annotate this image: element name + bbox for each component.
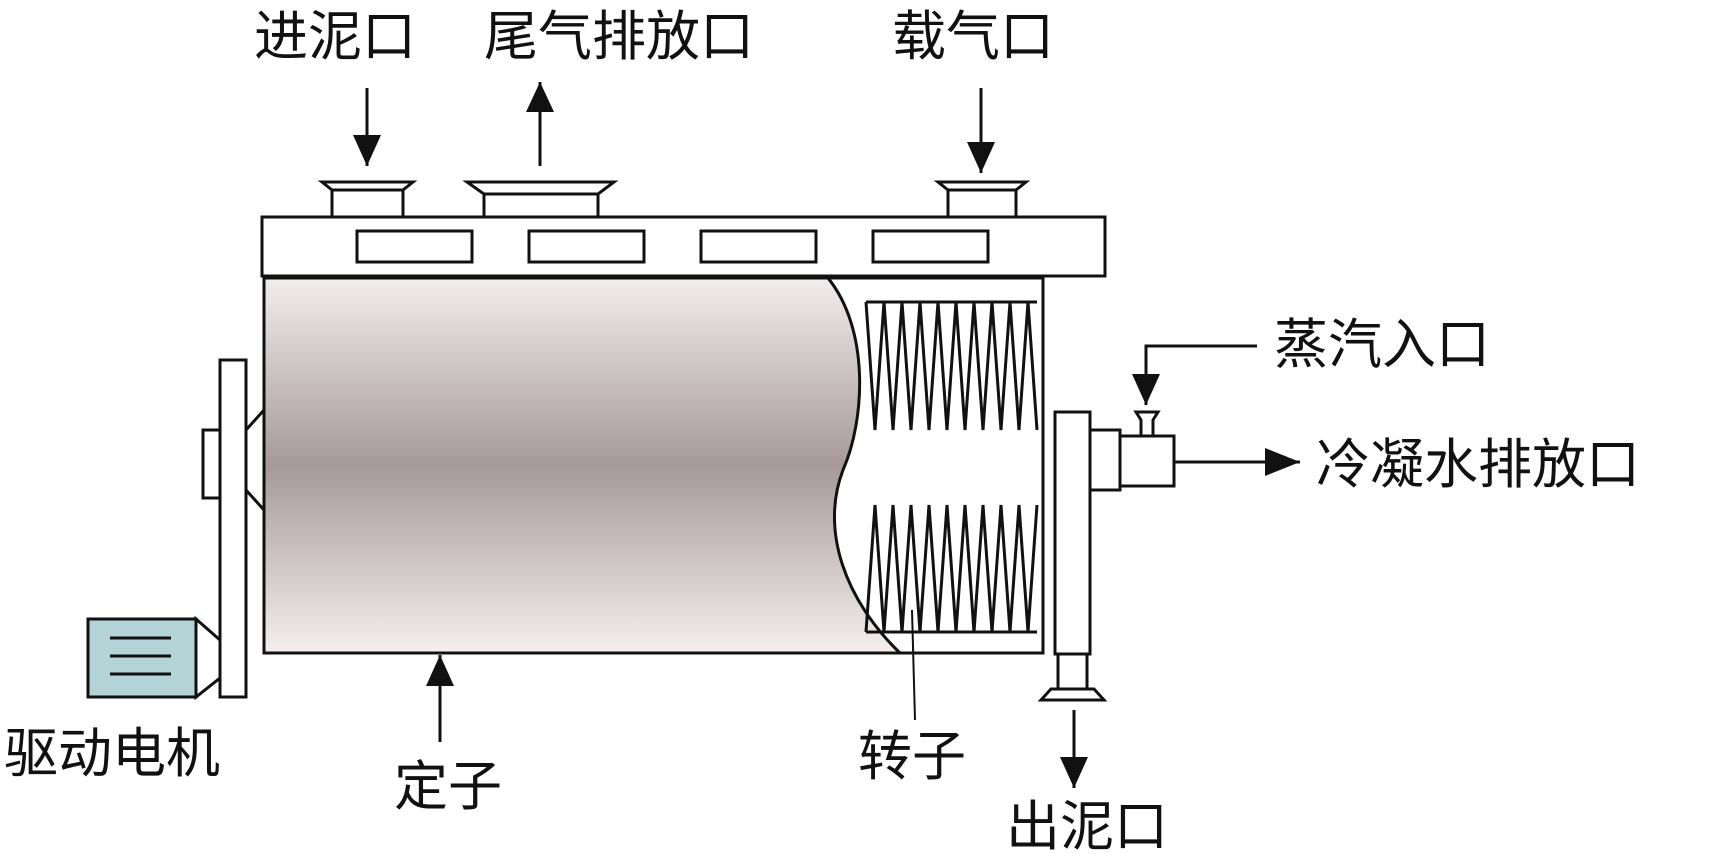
stator-label: 定子	[394, 755, 502, 818]
right-end-assembly	[1037, 410, 1176, 702]
sludge-inlet-label: 进泥口	[254, 5, 416, 68]
drive-motor-body	[86, 617, 198, 699]
left-end-plate	[218, 358, 248, 699]
steam-inlet-arrow	[1144, 344, 1257, 405]
rotor-pointer	[911, 609, 916, 721]
manifold-slot	[527, 229, 646, 264]
condensate-outlet-label: 冷凝水排放口	[1316, 433, 1640, 496]
manifold-slot	[699, 229, 818, 264]
sludge-outlet-label: 出泥口	[1006, 795, 1168, 854]
carrier-gas-label: 载气口	[892, 5, 1054, 68]
rotor-label: 转子	[858, 725, 966, 788]
stator-body	[262, 276, 1045, 655]
left-end-assembly	[86, 358, 266, 701]
rotor	[864, 300, 1039, 634]
top-manifold	[260, 215, 1107, 278]
sludge-inlet-port	[317, 180, 418, 219]
exhaust-outlet-port	[462, 180, 619, 219]
exhaust-outlet-label: 尾气排放口	[484, 5, 754, 68]
rotor-paddles-lower	[864, 504, 1039, 633]
drive-motor-label: 驱动电机	[4, 722, 220, 785]
manifold-slot	[355, 229, 474, 264]
carrier-gas-port	[933, 180, 1031, 219]
steam-inlet-label: 蒸汽入口	[1274, 313, 1490, 376]
sludge-outlet-pipe	[1056, 652, 1089, 691]
rotor-paddles-upper	[864, 301, 1039, 431]
rotary-joint	[1118, 434, 1176, 488]
manifold-slot	[871, 229, 990, 264]
labels: 进泥口 尾气排放口 载气口 蒸汽入口 冷凝水排放口 驱动电机 定子 转子 出泥口	[4, 5, 1640, 854]
flow-arrows	[353, 82, 1300, 788]
